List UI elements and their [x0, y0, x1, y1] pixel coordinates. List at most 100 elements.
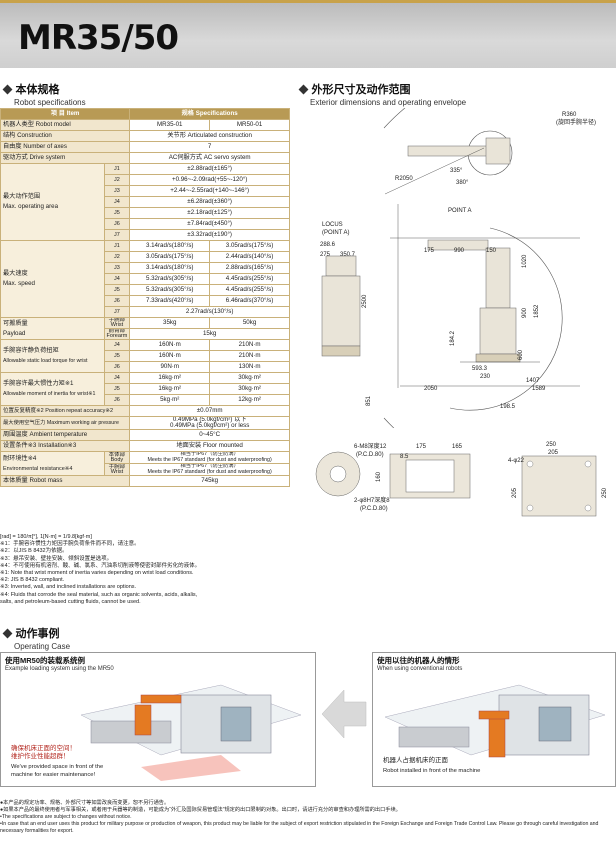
case-left-caption-cn-2: 维护作业性能超群！: [11, 753, 70, 760]
row-label: 位置反复精度※2 Position repeat accuracy※2: [0, 405, 131, 417]
dim-label: 900: [522, 307, 528, 318]
dim-label: 851: [366, 395, 372, 406]
header-spec: 规格 Specifications: [129, 108, 290, 120]
table-row: J6±7.84rad(±450°): [1, 218, 290, 230]
footer-notes: ●本产品的规定功率、规格、外部尺寸等如需改良而变更，恕不另行通告。 ●如果本产品…: [0, 800, 616, 835]
air-cell: 0.49MPa (5.0kgf/cm²) 以下 0.49MPa (5.0kgf/…: [129, 416, 290, 430]
case-left-caption-en-1: We've provided space in front of the: [11, 764, 104, 770]
model-title: MR35/50: [18, 18, 179, 58]
case-right-caption-cn: 机器人占据机床的正面: [383, 757, 448, 764]
env-body-cell: 相当于IP67（防尘防滴） Meets the IP67 standard (f…: [129, 451, 290, 464]
axis-cell: J3: [103, 185, 131, 197]
forearm-cn: 前臂部: [108, 328, 126, 334]
base-hole: [584, 504, 592, 512]
spec-title-cn: 本体规格: [15, 84, 60, 96]
note-en: salts, and petroleum-based cutting fluid…: [0, 598, 141, 605]
cell: 12kg·m²: [209, 394, 290, 406]
wrist-cn: 手腕部: [108, 317, 126, 323]
footer-line: •The specifications are subject to chang…: [0, 814, 132, 820]
dims-title-en: Exterior dimensions and operating envelo…: [310, 98, 467, 107]
air-value-1: 0.49MPa (5.0kgf/cm²) 以下: [172, 416, 247, 423]
dim-label: 1852: [534, 304, 540, 318]
cell: 7.33rad/s(420°/s): [129, 295, 211, 307]
table-row: J2+0.96~-2.09rad(+55~-120°): [1, 174, 290, 186]
dim-label: 1589: [532, 386, 546, 392]
case-left-title: 使用MR50的装载系统例: [5, 656, 86, 665]
table-row: 最大速度 Max. speed J1 3.14rad/s(180°/s) 3.0…: [0, 240, 290, 318]
dim-label: 990: [454, 248, 465, 254]
diamond-icon: [2, 84, 13, 95]
inertia-label-en: Allowable moment of inertia for wrist※1: [3, 391, 96, 397]
cell: ±6.28rad(±360°): [129, 196, 290, 208]
cell: ±3.32rad(±190°): [129, 229, 290, 241]
cell: +2.44~-2.55rad(+140~-146°): [129, 185, 290, 197]
cell: 210N·m: [209, 350, 290, 362]
maintenance-space: [141, 755, 241, 781]
row-label: 本体质量 Robot mass: [0, 475, 131, 487]
torque-label-cn: 手腕容许静负荷扭矩: [3, 347, 59, 354]
range-label: 最大动作范围 Max. operating area: [0, 163, 105, 241]
dim-label: 1407: [526, 378, 540, 384]
cell: 3.14rad/s(180°/s): [129, 262, 211, 274]
body-en: Body: [110, 456, 124, 463]
base-hole: [526, 504, 534, 512]
dim-label: 250: [546, 442, 557, 448]
axis-cell: J5: [103, 383, 131, 395]
wrist-top-inner: [405, 459, 455, 493]
dim-label: (POINT A): [322, 230, 350, 236]
case-right-sub: When using conventional robots: [377, 666, 463, 672]
cell: 7: [129, 141, 290, 153]
footer-line: necessary formalities for export.: [0, 828, 74, 834]
cell: 16kg·m²: [129, 372, 211, 384]
case-left-illustration: [80, 684, 302, 781]
op-section-heading: 动作事例 Operating Case: [2, 624, 70, 651]
dim-label: (P.C.D.80): [356, 452, 384, 458]
envelope-svg: R360 (旋回手腕半径) R2050 335° 380° LOCUS (POI…: [320, 108, 596, 428]
cell: 50kg: [209, 317, 290, 329]
diamond-icon: [2, 628, 13, 639]
cell: 3.05rad/s(175°/s): [129, 251, 211, 263]
axis-cell: J6: [103, 394, 131, 406]
note-en: ※4: Fluids that corrode the seal materia…: [0, 591, 198, 598]
row-label: 最大使用空气压力 Maximum working air pressure: [0, 416, 131, 430]
axis-cell: J6: [103, 361, 131, 373]
axis-cell: J4: [103, 273, 131, 285]
cell: 5kg·m²: [129, 394, 211, 406]
machine-window: [538, 706, 572, 742]
top-elbow: [485, 137, 511, 165]
cell: 地面安装 Floor mounted: [129, 440, 290, 452]
axis-cell: J7: [103, 306, 131, 318]
env-label-cn: 耐环境性※4: [3, 454, 37, 462]
side-wrist: [325, 255, 357, 277]
center-arm: [427, 239, 489, 251]
forearm-en: Forearm: [106, 333, 128, 339]
cell: AC伺服方式 AC servo system: [129, 152, 290, 164]
op-title-cn: 动作事例: [15, 628, 60, 640]
row-label: 驱动方式 Drive system: [0, 152, 131, 164]
dim-label: (旋回手腕半径): [556, 118, 596, 126]
arrow-left-icon: [321, 689, 367, 739]
machine-window: [220, 706, 252, 742]
cell: 0~45°C: [129, 429, 290, 441]
axis-cell: J7: [103, 229, 131, 241]
dim-label: LOCUS: [322, 222, 343, 228]
cell: 160N·m: [129, 350, 211, 362]
cell: 15kg: [129, 328, 290, 340]
axis-cell: J1: [103, 163, 131, 175]
table-row: 最大使用空气压力 Maximum working air pressure 0.…: [0, 416, 290, 430]
cell: 6.46rad/s(370°/s): [209, 295, 290, 307]
cell: 3.05rad/s(175°/s): [209, 240, 290, 252]
inertia-label: 手腕容许最大惯性力矩※1 Allowable moment of inertia…: [0, 372, 105, 406]
header-band: [0, 0, 616, 68]
table-row: 手腕容许最大惯性力矩※1 Allowable moment of inertia…: [0, 372, 290, 406]
cell: ±7.84rad(±450°): [129, 218, 290, 230]
axis-cell: J3: [103, 262, 131, 274]
cell: ±2.18rad(±125°): [129, 207, 290, 219]
cell: 35kg: [129, 317, 211, 329]
torque-label-en: Allowable static load torque for wrist: [3, 358, 88, 364]
payload-label-en: Payload: [3, 329, 26, 337]
